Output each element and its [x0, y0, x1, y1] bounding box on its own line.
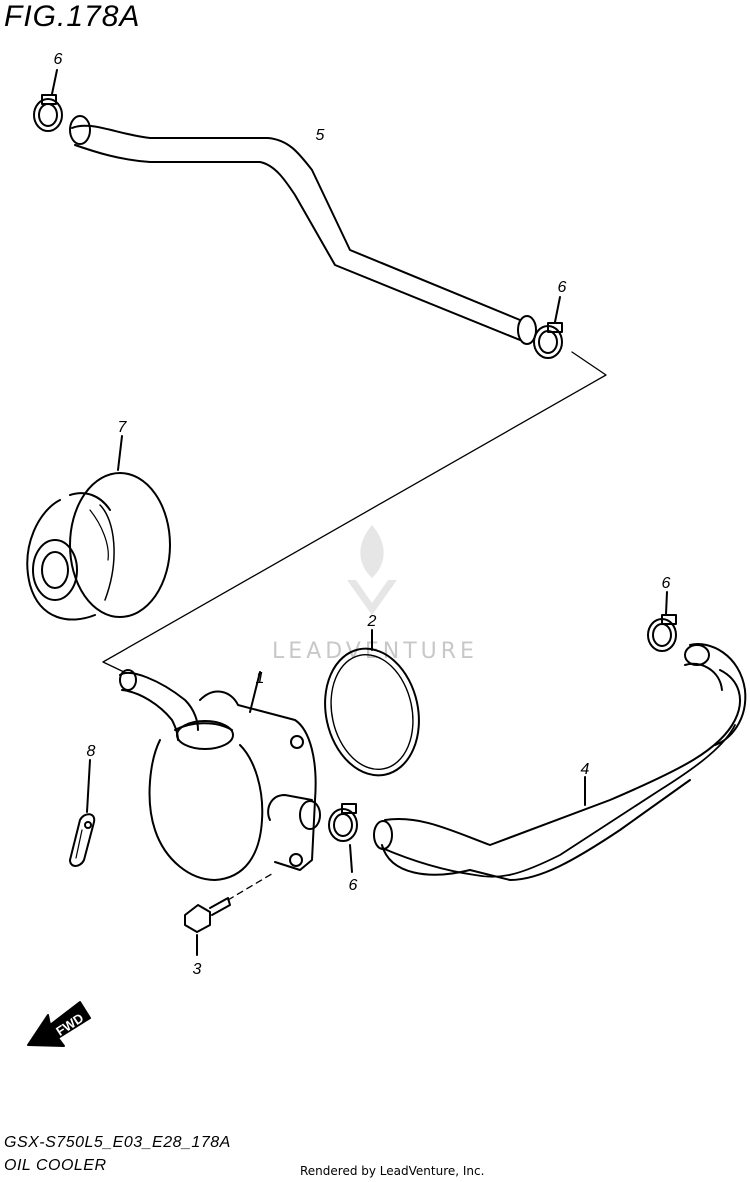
callout-2: 2 — [367, 613, 377, 630]
model-code: GSX-S750L5_E03_E28_178A — [4, 1134, 231, 1151]
watermark-flame-icon — [360, 525, 384, 578]
part-6-clamp-upper-right[interactable] — [533, 296, 563, 359]
callout-1: 1 — [256, 670, 265, 687]
callout-6-lower-middle: 6 — [349, 877, 358, 894]
watermark-text: LEADVENTURE — [272, 639, 478, 664]
part-6-clamp-lower-right[interactable] — [647, 591, 677, 652]
part-1-oil-cooler[interactable] — [119, 669, 321, 881]
part-7-oil-filter[interactable] — [26, 435, 171, 621]
callout-7: 7 — [118, 419, 128, 436]
callout-6-lower-right: 6 — [662, 575, 671, 592]
callout-3: 3 — [193, 961, 202, 978]
part-6-clamp-top-left[interactable] — [33, 69, 63, 132]
callout-6-upper-right: 6 — [558, 279, 567, 296]
section-name: OIL COOLER — [4, 1157, 107, 1174]
callout-4: 4 — [581, 761, 590, 778]
rendered-by-credit: Rendered by LeadVenture, Inc. — [300, 1164, 485, 1178]
fwd-arrow: FWD — [27, 1001, 91, 1047]
callout-6-top-left: 6 — [54, 51, 63, 68]
part-2-o-ring[interactable] — [314, 629, 431, 784]
callout-8: 8 — [87, 743, 96, 760]
part-3-bolt[interactable] — [184, 871, 276, 956]
callout-5: 5 — [316, 127, 325, 144]
reference-line-upper — [102, 351, 607, 673]
watermark-v-icon — [347, 580, 397, 615]
part-4-hose[interactable] — [373, 643, 747, 881]
watermark: LEADVENTURE — [272, 525, 478, 664]
figure-title: FIG.178A — [4, 0, 141, 33]
part-5-hose[interactable] — [69, 115, 537, 345]
part-6-clamp-lower-middle[interactable] — [328, 803, 358, 873]
part-8-bracket[interactable] — [69, 759, 96, 867]
